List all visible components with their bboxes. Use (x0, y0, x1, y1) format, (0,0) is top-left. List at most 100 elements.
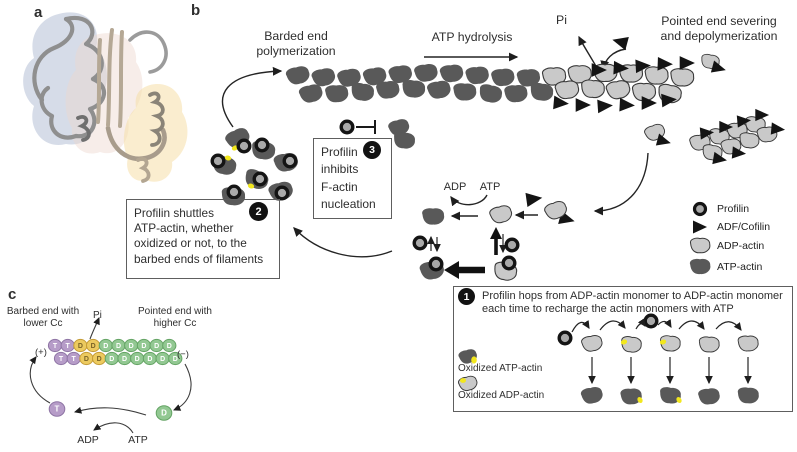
box-profilin-shuttles: Profilin shuttles ATP-actin, whether oxi… (126, 199, 280, 279)
ribbon-strands (32, 15, 168, 162)
monomer-recycle-arrow-c (74, 406, 147, 416)
panel-a-label: a (34, 4, 43, 21)
svg-text:D: D (103, 343, 108, 350)
atp-exchange-arrow-c (93, 422, 134, 434)
oxidized-dot (224, 155, 232, 161)
actin-monomer (669, 67, 695, 87)
actin-monomer (504, 84, 528, 103)
actin-monomer (580, 79, 606, 99)
legend-label: Profilin (717, 203, 750, 215)
plus-end-label: (+) (35, 347, 47, 358)
box3-line: Profilin (321, 145, 358, 159)
adp-label: ADP (443, 181, 467, 193)
svg-text:T: T (53, 343, 58, 350)
legend-label: ADP-actin (717, 240, 765, 252)
box2-line: oxidized or not, to the (134, 236, 247, 251)
svg-text:D: D (141, 343, 146, 350)
panel-c-cycle-arrows (29, 317, 192, 434)
pi-label-c: Pi (93, 310, 102, 321)
oxidized-dot (659, 339, 667, 345)
actin-subunit: D (124, 338, 139, 353)
fragment-to-cycle-arrow (593, 152, 649, 216)
actin-subunit: D (130, 351, 145, 366)
oxidized-legend-icons (457, 347, 479, 393)
cofilin-icon (597, 98, 614, 114)
pi-label: Pi (556, 13, 567, 27)
beta-strands (96, 28, 124, 128)
actin-monomer (453, 83, 477, 101)
svg-text:D: D (116, 343, 121, 350)
actin-subunit: T (53, 351, 69, 366)
box2-line: Profilin shuttles (134, 206, 214, 220)
box1-line2: each time to recharge the actin monomers… (482, 303, 734, 315)
legend-label: ATP-actin (717, 261, 763, 273)
actin-subunit: D (149, 338, 164, 353)
atp-hydrolysis-label: ATP hydrolysis (431, 30, 513, 44)
profilin-icon (236, 138, 252, 154)
hop-arcs (571, 318, 742, 333)
cofilin-icon (679, 56, 695, 70)
svg-text:D: D (173, 356, 178, 363)
box1-line1: Profilin hops from ADP-actin monomer to … (482, 290, 783, 302)
profilin-hopping-illustration (457, 313, 752, 393)
actin-subunit: D (155, 351, 170, 366)
actin-monomer (477, 82, 504, 105)
actin-monomer (644, 66, 669, 85)
svg-text:T: T (59, 356, 64, 363)
oxidized-atp-actin-label: Oxidized ATP-actin (458, 363, 543, 374)
profilin-icon (252, 171, 268, 187)
actin-monomer (554, 79, 581, 101)
profilin-icon (692, 201, 708, 217)
nucleation-inhibition-icon (339, 117, 417, 150)
svg-text:D: D (122, 356, 127, 363)
profilin-icon (504, 237, 520, 253)
svg-text:T: T (55, 405, 60, 414)
profilin-icon (274, 185, 290, 201)
svg-text:D: D (154, 343, 159, 350)
cofilin-released-icon (525, 190, 544, 207)
actin-subunit: D (73, 338, 88, 353)
adp-actin-monomer (488, 203, 514, 226)
oxidized-dot (620, 339, 628, 345)
actin-subunit: D (111, 338, 126, 353)
atp-actin-icon (689, 258, 711, 275)
actin-subunit: T (48, 401, 66, 417)
svg-text:D: D (97, 356, 102, 363)
actin-subunit: D (92, 351, 107, 366)
actin-subunit: D (79, 351, 94, 366)
profilin-icon (412, 235, 428, 251)
actin-monomer (465, 65, 490, 86)
adf-cofilin-icon (693, 220, 707, 234)
box-profilin-inhibits: Profilin inhibits F-actin nucleation (313, 138, 392, 219)
pi-arrow-c (89, 317, 100, 340)
actin-subunit: D (136, 338, 151, 353)
legend-item-adf-cofilin: ADF/Cofilin (688, 218, 770, 236)
actin-monomer (738, 131, 761, 150)
oxidized-dot (676, 396, 682, 404)
protein-structure-illustration (23, 12, 188, 183)
svg-text:D: D (161, 409, 167, 418)
step-2-badge: 2 (249, 202, 268, 221)
legend-item-atp-actin: ATP-actin (688, 257, 762, 277)
box-profilin-hops (453, 286, 793, 412)
barbed-end-cc-label: Barbed end with lower Cc (6, 306, 80, 329)
adp-label-c: ADP (77, 434, 99, 446)
pointed-end-label: Pointed end severing and depolymerizatio… (660, 14, 778, 43)
hopping-monomer-rows (580, 333, 760, 406)
actin-monomer (375, 80, 401, 100)
profilin-icon (226, 184, 242, 200)
box3-line: nucleation (321, 197, 376, 212)
actin-subunit: D (168, 351, 183, 366)
actin-subunit: D (155, 405, 173, 421)
cofilin-icon (619, 97, 636, 113)
actin-monomer (604, 78, 632, 101)
actin-monomer (490, 67, 516, 87)
actin-monomer (284, 64, 312, 87)
actin-subunit: T (60, 338, 75, 353)
reversible-binding-arrows (427, 234, 507, 254)
actin-subunit: D (142, 351, 157, 366)
oxidized-dot (247, 183, 255, 189)
actin-monomer (324, 84, 349, 103)
polymerization-arrow-c (29, 356, 51, 404)
